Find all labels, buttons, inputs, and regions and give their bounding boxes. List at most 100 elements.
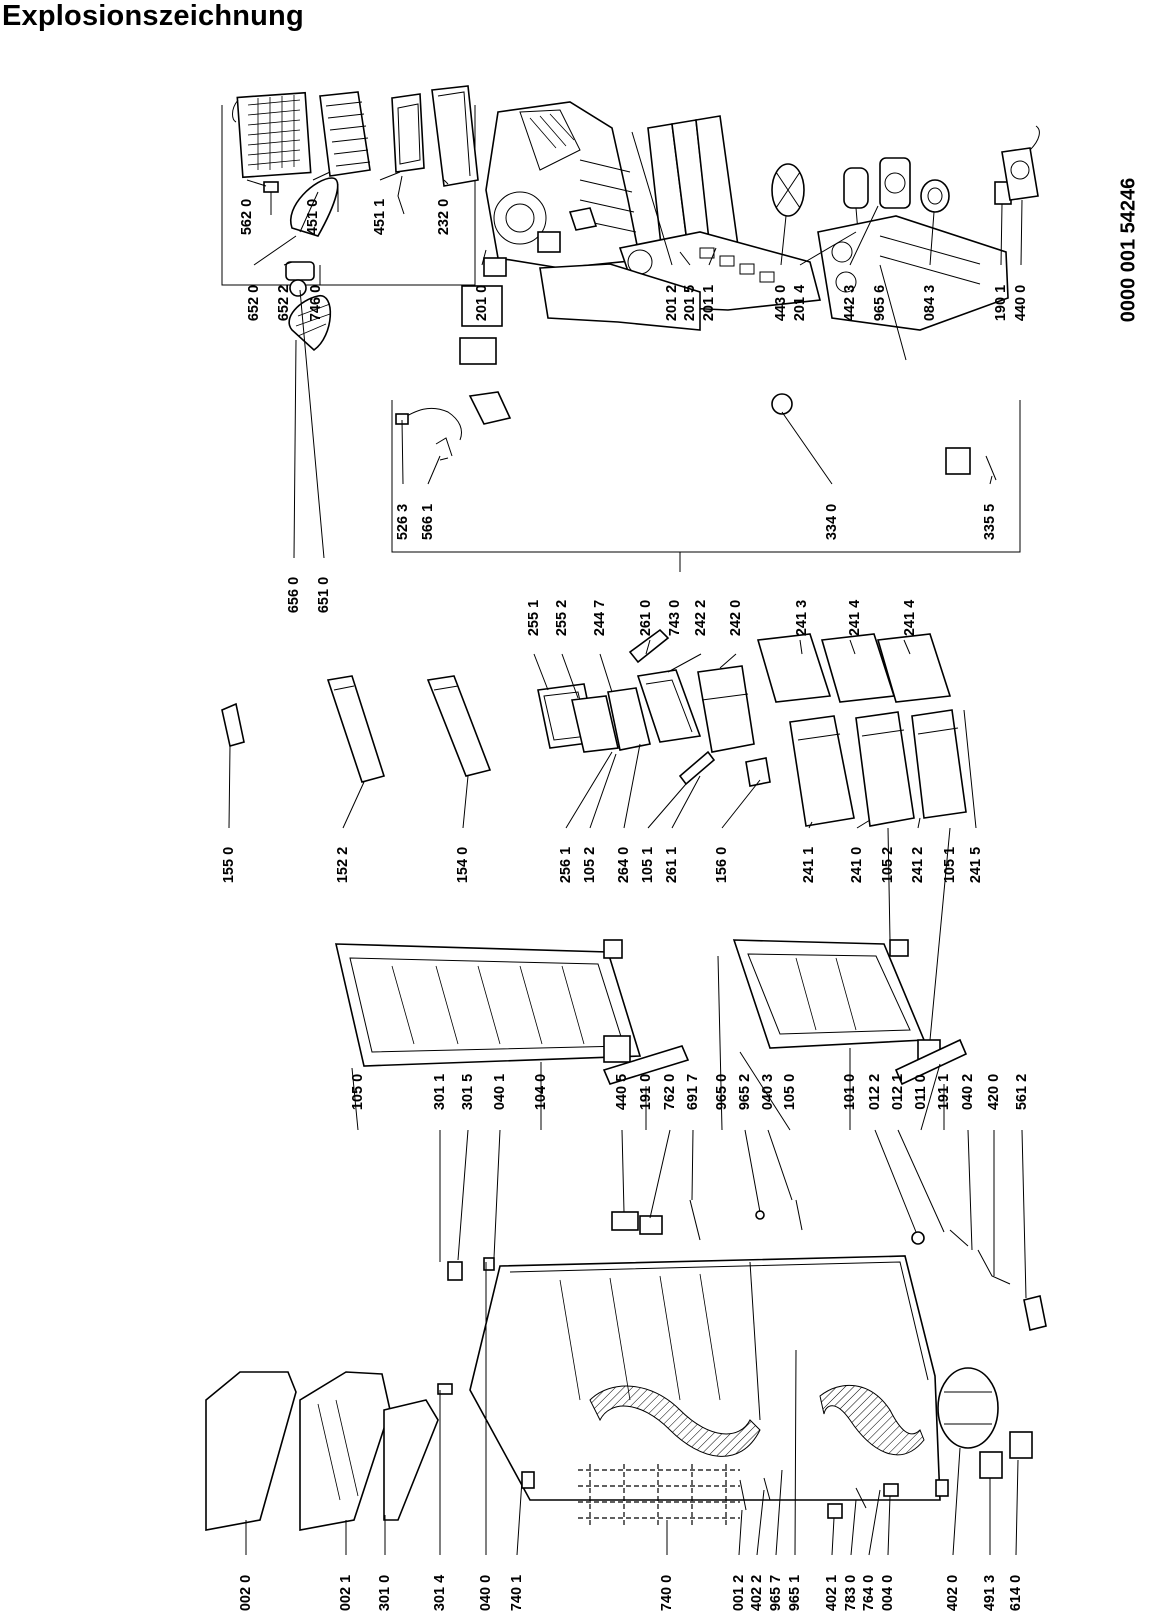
lamp-cover-small bbox=[945, 447, 997, 481]
part-label: 241 2 bbox=[910, 846, 926, 884]
drip-tray bbox=[391, 93, 425, 173]
part-label: 420 0 bbox=[986, 1073, 1002, 1111]
part-label: 965 2 bbox=[737, 1073, 753, 1111]
part-label: 244 7 bbox=[592, 599, 608, 637]
part-label: 261 1 bbox=[664, 846, 680, 884]
part-label: 301 5 bbox=[460, 1073, 476, 1111]
part-label: 241 0 bbox=[849, 846, 865, 884]
part-label: 442 3 bbox=[842, 284, 858, 322]
wiring-harness bbox=[395, 407, 462, 441]
part-label: 002 0 bbox=[238, 1574, 254, 1612]
crisper-lid bbox=[607, 687, 651, 751]
insulation-strips bbox=[647, 115, 739, 255]
part-label: 155 0 bbox=[221, 846, 237, 884]
part-label: 335 5 bbox=[982, 503, 998, 541]
shelf-rail bbox=[628, 628, 716, 786]
door-gasket-top bbox=[602, 1045, 690, 1085]
freezer-flap-3 bbox=[876, 633, 952, 703]
part-label: 491 3 bbox=[982, 1574, 998, 1612]
part-label: 105 1 bbox=[640, 846, 656, 884]
part-label: 561 2 bbox=[1014, 1073, 1030, 1111]
part-label: 965 0 bbox=[714, 1073, 730, 1111]
shelf-frame bbox=[571, 695, 619, 753]
part-label: 264 0 bbox=[616, 846, 632, 884]
part-label: 965 6 bbox=[872, 284, 888, 322]
freezer-drawer-1 bbox=[789, 715, 855, 827]
part-label: 190 1 bbox=[993, 284, 1009, 322]
freezer-door bbox=[732, 939, 941, 1065]
part-label: 740 0 bbox=[659, 1574, 675, 1612]
leaders-top bbox=[246, 131, 1023, 361]
rear-condenser bbox=[578, 1464, 740, 1526]
leaders-upper bbox=[228, 289, 993, 1041]
part-label: 104 0 bbox=[533, 1073, 549, 1111]
part-label: 191 1 bbox=[936, 1073, 952, 1111]
part-label: 255 1 bbox=[526, 599, 542, 637]
part-label: 201 1 bbox=[701, 284, 717, 322]
part-label: 526 3 bbox=[395, 503, 411, 541]
top-cover bbox=[205, 1371, 297, 1531]
top-frame bbox=[299, 1371, 391, 1531]
motor-cap bbox=[920, 179, 950, 213]
door-shelf-152 bbox=[326, 675, 386, 783]
part-label: 451 1 bbox=[372, 198, 388, 236]
part-label: 012 2 bbox=[867, 1073, 883, 1111]
bracket-control-group bbox=[391, 400, 1021, 572]
part-label: 156 0 bbox=[714, 846, 730, 884]
cabinet-body bbox=[469, 1255, 941, 1501]
lamp-socket bbox=[285, 261, 315, 297]
part-label: 241 1 bbox=[801, 846, 817, 884]
condenser-coil bbox=[319, 91, 371, 177]
part-label: 965 7 bbox=[768, 1574, 784, 1612]
part-label: 012 1 bbox=[890, 1073, 906, 1111]
part-label: 334 0 bbox=[824, 503, 840, 541]
part-label: 651 0 bbox=[316, 576, 332, 614]
leaders-bottom bbox=[245, 1262, 1019, 1556]
part-label: 652 0 bbox=[246, 284, 262, 322]
small-fixings bbox=[437, 1199, 1047, 1519]
part-label: 040 2 bbox=[960, 1073, 976, 1111]
leaders-middle bbox=[351, 955, 1027, 1299]
part-label: 011 0 bbox=[913, 1074, 929, 1110]
thermostat-housing bbox=[289, 177, 339, 237]
part-label: 105 2 bbox=[582, 846, 598, 884]
part-label: 004 0 bbox=[880, 1574, 896, 1612]
part-label: 443 0 bbox=[773, 284, 789, 322]
part-label: 152 2 bbox=[335, 846, 351, 884]
part-label: 242 0 bbox=[728, 599, 744, 637]
air-duct-housing bbox=[485, 101, 641, 269]
freezer-drawer-2 bbox=[855, 711, 915, 827]
fridge-door bbox=[334, 939, 642, 1067]
page-title: Explosionszeichnung bbox=[2, 0, 304, 32]
egg-tray bbox=[221, 702, 245, 748]
part-label: 440 0 bbox=[1013, 284, 1029, 322]
part-label: 105 0 bbox=[782, 1073, 798, 1111]
door-shelf-154 bbox=[426, 675, 492, 777]
knob-334 bbox=[771, 393, 793, 415]
part-label: 101 0 bbox=[842, 1073, 858, 1111]
part-label: 256 1 bbox=[558, 846, 574, 884]
fan-bracket bbox=[879, 157, 911, 209]
part-label: 783 0 bbox=[843, 1574, 859, 1612]
part-label: 440 5 bbox=[614, 1073, 630, 1111]
part-label: 040 0 bbox=[478, 1574, 494, 1612]
part-label: 105 2 bbox=[880, 846, 896, 884]
part-label: 451 0 bbox=[305, 198, 321, 236]
part-label: 154 0 bbox=[455, 846, 471, 884]
control-panel-trim bbox=[539, 263, 701, 331]
evaporator-assembly bbox=[232, 91, 312, 179]
part-label: 965 1 bbox=[787, 1574, 803, 1612]
light-cover bbox=[288, 295, 332, 352]
part-label: 691 7 bbox=[685, 1073, 701, 1111]
part-label: 002 1 bbox=[338, 1574, 354, 1612]
part-label: 566 1 bbox=[420, 503, 436, 541]
door-gasket-bottom bbox=[894, 1038, 968, 1086]
freezer-flap-1 bbox=[756, 633, 832, 703]
part-label: 746 0 bbox=[308, 284, 324, 322]
part-label: 105 0 bbox=[350, 1073, 366, 1111]
damper-motor bbox=[1001, 125, 1040, 201]
evaporator-cover bbox=[431, 85, 479, 187]
crisper-drawer bbox=[636, 669, 702, 743]
part-label: 740 1 bbox=[509, 1574, 525, 1612]
part-label: 191 0 bbox=[638, 1073, 654, 1111]
